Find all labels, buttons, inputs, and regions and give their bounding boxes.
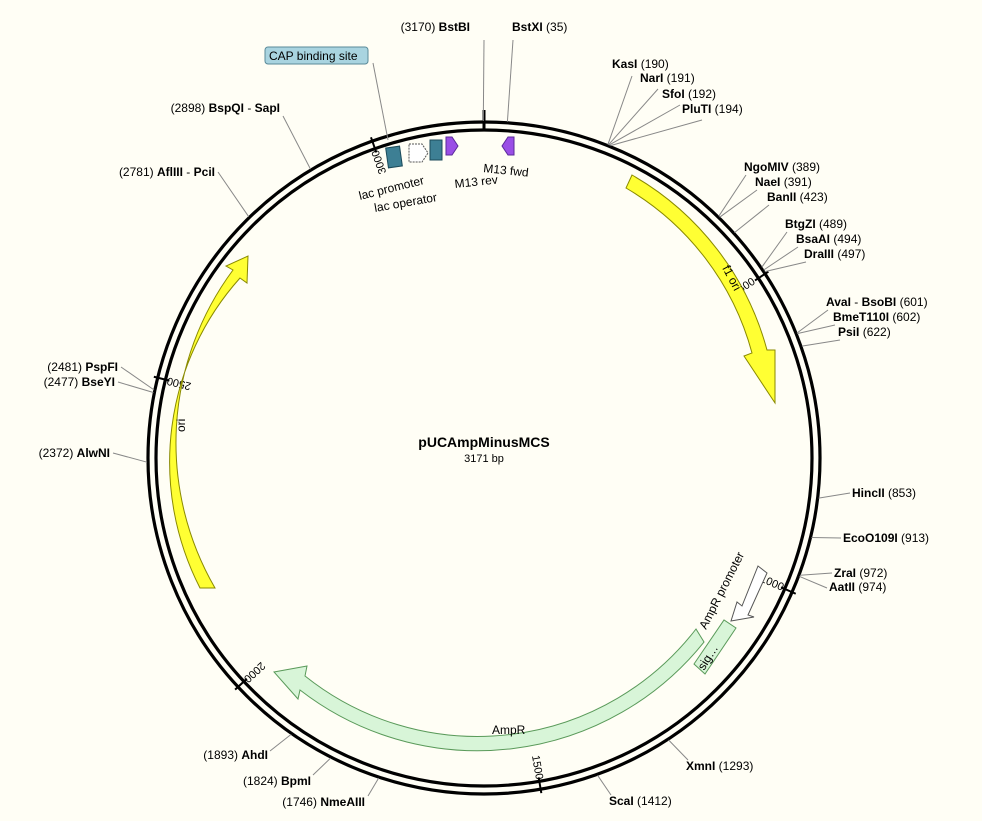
site-label-aatii: AatII (974) <box>829 580 886 594</box>
site-leader-psii <box>801 339 841 347</box>
feature-label-m13-rev: M13 rev <box>454 173 499 191</box>
site-leader-xmni <box>668 739 689 761</box>
site-label-alwni: (2372) AlwNI <box>39 446 110 460</box>
site-leader-banii <box>734 204 770 233</box>
site-label-pluti: PluTI (194) <box>682 102 743 116</box>
feature-ampr-promoter <box>730 565 768 622</box>
site-leader-bseyi <box>117 381 154 393</box>
tick-label: 2500 <box>166 374 193 391</box>
site-label-ahdi: (1893) AhdI <box>203 748 268 762</box>
feature-lac-promoter <box>385 145 403 169</box>
feature-f1-ori <box>625 174 776 405</box>
cap-binding-site-box <box>264 46 369 65</box>
feature-m13-fwd <box>501 136 515 156</box>
site-leader-bmet110i <box>797 324 836 335</box>
site-leader-pspfi <box>120 366 155 391</box>
site-label-bmet110i: BmeT110I (602) <box>833 310 920 324</box>
site-label-eco0109i: EcoO109I (913) <box>843 531 929 545</box>
tick-label: 1500 <box>529 754 545 780</box>
site-leader-bsaai <box>763 246 799 271</box>
feature-sig <box>693 619 737 675</box>
feature-label-m13-fwd: M13 fwd <box>483 161 530 180</box>
cap-leader <box>372 62 389 141</box>
site-label-bsaai: BsaAI (494) <box>796 232 861 246</box>
feature-label-ampr: AmpR <box>492 723 526 737</box>
site-label-afliii-pcii: (2781) AflIII - PciI <box>119 165 215 179</box>
site-leader-alwni <box>112 452 148 463</box>
site-leader-nari <box>608 88 659 146</box>
plasmid-name: pUCAmpMinusMCS <box>418 434 549 450</box>
tick-mark <box>754 270 769 282</box>
site-leader-btgzi <box>761 231 788 268</box>
site-leader-zrai <box>799 572 833 576</box>
site-label-naei: NaeI (391) <box>755 175 812 189</box>
site-leader-afliii-pcii <box>217 171 250 217</box>
tick-mark <box>370 136 378 153</box>
site-label-ngomiv: NgoMIV (389) <box>744 160 820 174</box>
site-label-draiii: DraIII (497) <box>804 247 865 261</box>
site-label-psii: PsiI (622) <box>838 325 891 339</box>
site-leader-ngomiv <box>718 174 747 217</box>
site-label-bpmi: (1824) BpmI <box>243 774 311 788</box>
site-label-bstbi: (3170) BstBI <box>401 20 470 34</box>
site-label-scai: ScaI (1412) <box>609 794 672 808</box>
feature-ampr <box>273 628 705 752</box>
plasmid-length: 3171 bp <box>464 453 504 465</box>
feature-label-ori: ori <box>174 419 188 432</box>
site-label-bseyi: (2477) BseYI <box>44 375 115 389</box>
site-leader-bspqi-sapi <box>282 115 311 170</box>
site-label-kasi: KasI (190) <box>612 57 669 71</box>
site-leader-nmeaiii <box>367 777 380 797</box>
tick-mark <box>153 375 170 382</box>
site-leader-ahdi <box>269 734 292 752</box>
site-leader-sfoi <box>608 104 681 146</box>
site-leader-naei <box>719 189 758 218</box>
site-label-zrai: ZraI (972) <box>834 566 887 580</box>
tick-mark <box>234 677 248 691</box>
site-label-hincii: HincII (853) <box>852 486 916 500</box>
site-leader-avai-bsobi <box>796 309 829 334</box>
site-leader-bstbi <box>482 39 485 122</box>
feature-label-cap-binding-site: CAP binding site <box>269 49 358 63</box>
site-label-nmeaiii: (1746) NmeAIII <box>282 795 365 809</box>
feature-ori <box>169 255 249 589</box>
site-label-bspqi-sapi: (2898) BspQI - SapI <box>171 101 280 115</box>
site-leader-bpmi <box>312 757 331 776</box>
tick-mark <box>537 777 543 794</box>
site-leader-hincii <box>818 492 851 499</box>
site-label-pspfi: (2481) PspFI <box>47 360 118 374</box>
site-label-banii: BanII (423) <box>767 190 828 204</box>
site-leader-aatii <box>799 575 828 589</box>
site-label-avai-bsobi: AvaI - BsoBI (601) <box>826 295 928 309</box>
site-label-layer: (3170) BstBI BstXI (35) KasI (190)NarI (19… <box>39 20 929 809</box>
site-label-xmni: XmnI (1293) <box>686 759 753 773</box>
site-label-btgzi: BtgZI (489) <box>785 217 847 231</box>
site-leader-bstxi <box>506 39 514 122</box>
site-leader-scai <box>597 775 612 796</box>
site-label-sfoi: SfoI (192) <box>662 87 716 101</box>
site-label-bstxi: BstXI (35) <box>512 20 567 34</box>
tick-mark <box>780 586 797 595</box>
feature-lac-operator <box>429 139 443 161</box>
site-leader-kasi <box>607 75 633 145</box>
feature-lac-promoter-arrow <box>408 143 429 163</box>
site-label-nari: NarI (191) <box>640 71 695 85</box>
feature-m13-rev <box>445 136 459 156</box>
site-leader-eco0109i <box>811 537 842 539</box>
site-leader-pluti <box>610 119 703 147</box>
site-leader-layer <box>112 39 851 797</box>
site-leader-draiii <box>764 261 807 273</box>
